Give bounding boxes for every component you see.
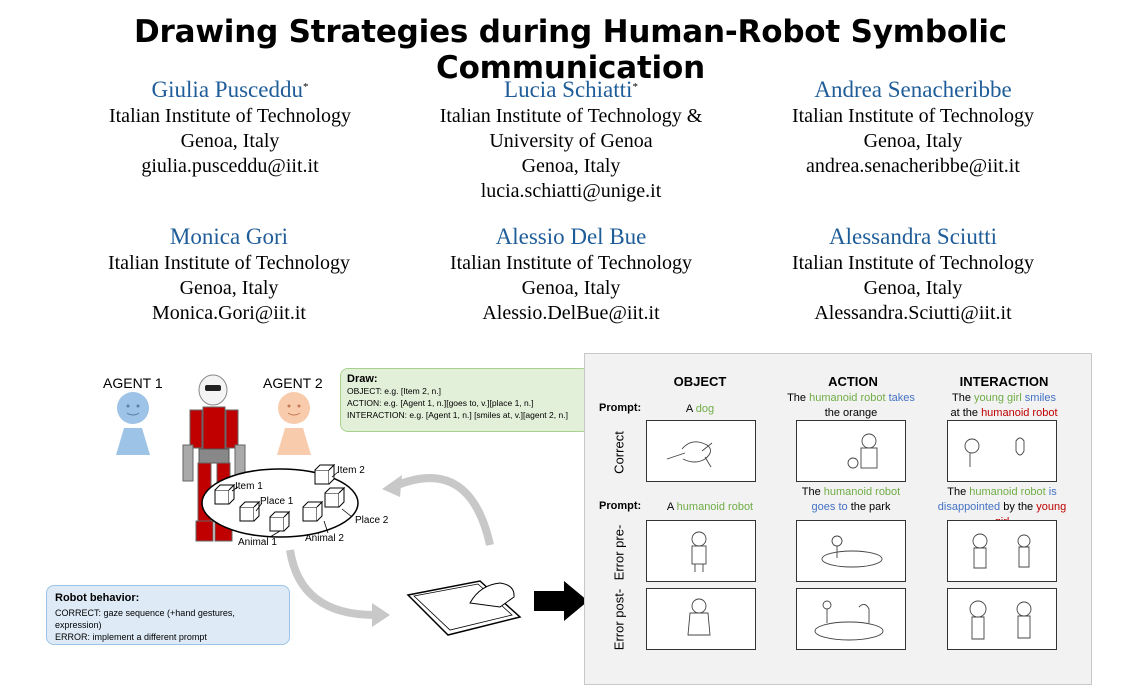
author-email[interactable]: giulia.pusceddu@iit.it	[141, 155, 319, 177]
drawing-correct-interaction	[947, 420, 1057, 482]
author-email[interactable]: Alessandra.Sciutti@iit.it	[814, 302, 1012, 324]
author-email[interactable]: Monica.Gori@iit.it	[152, 302, 306, 324]
equal-contribution-mark: *	[632, 81, 638, 93]
cycle-arrow-top	[393, 474, 494, 546]
author-name: Andrea Senacheribbe	[814, 77, 1012, 102]
place2-label: Place 2	[355, 515, 389, 526]
label-leaders	[231, 471, 353, 538]
author-location: Genoa, Italy	[521, 155, 621, 177]
drawing-error-post-object	[646, 588, 756, 650]
prompt-object-1: A dog	[685, 403, 715, 415]
author-location: Genoa, Italy	[521, 277, 621, 299]
column-header-object: OBJECT	[673, 374, 727, 389]
drawing-correct-action	[796, 420, 906, 482]
cycle-arrow-bottom	[286, 549, 376, 619]
author-block: Giulia Pusceddu* Italian Institute of Te…	[60, 75, 400, 179]
agent2-figure	[277, 392, 311, 455]
to-drawings-arrow	[534, 581, 584, 621]
drawing-error-post-interaction	[947, 588, 1057, 650]
tablet-icon	[406, 580, 522, 636]
robot-behavior-error: ERROR: implement a different prompt	[55, 632, 207, 642]
robot-figure	[182, 374, 246, 542]
draw-action-example: ACTION: e.g. [Agent 1, n.][goes to, v.][…	[347, 398, 534, 408]
row-label-correct: Correct	[611, 431, 627, 474]
author-email[interactable]: lucia.schiatti@unige.it	[480, 180, 662, 202]
author-block: Alessio Del Bue Italian Institute of Tec…	[401, 222, 741, 326]
author-email[interactable]: andrea.senacheribbe@iit.it	[806, 155, 1020, 177]
draw-instructions-box: Draw: OBJECT: e.g. [Item 2, n.] ACTION: …	[340, 368, 590, 432]
column-header-interaction: INTERACTION	[959, 374, 1049, 389]
draw-object-example: OBJECT: e.g. [Item 2, n.]	[347, 386, 442, 396]
row-label-error-post: Error post-	[611, 588, 627, 651]
author-email[interactable]: Alessio.DelBue@iit.it	[482, 302, 660, 324]
author-location: Genoa, Italy	[863, 130, 963, 152]
robot-behavior-heading: Robot behavior:	[55, 592, 140, 604]
author-location: Genoa, Italy	[179, 277, 279, 299]
drawing-error-pre-object	[646, 520, 756, 582]
author-name: Alessio Del Bue	[495, 224, 647, 249]
drawing-error-pre-action	[796, 520, 906, 582]
author-name: Lucia Schiatti	[504, 77, 633, 102]
agent1-figure	[116, 392, 150, 455]
robot-behavior-correct: CORRECT: gaze sequence (+hand gestures, …	[55, 608, 235, 630]
author-name: Giulia Pusceddu	[151, 77, 303, 102]
drawing-error-post-action	[796, 588, 906, 650]
prompt-label: Prompt:	[599, 500, 642, 512]
author-location: Genoa, Italy	[863, 277, 963, 299]
paper-title: Drawing Strategies during Human-Robot Sy…	[134, 14, 1007, 86]
drawing-error-pre-interaction	[947, 520, 1057, 582]
equal-contribution-mark: *	[302, 81, 309, 93]
item-cubes	[214, 463, 346, 532]
column-header-action: ACTION	[828, 374, 878, 389]
teaser-figure: AGENT 1 AGENT 2	[0, 345, 1141, 699]
cycle-arrow-top-head	[382, 475, 402, 497]
agent1-label: AGENT 1	[103, 375, 163, 391]
author-affiliation: Italian Institute of Technology &	[439, 105, 703, 127]
draw-interaction-example: INTERACTION: e.g. [Agent 1, n.] [smiles …	[347, 410, 568, 420]
animal2-label: Animal 2	[305, 533, 344, 544]
author-block: Andrea Senacheribbe Italian Institute of…	[743, 75, 1083, 179]
author-affiliation-2: University of Genoa	[489, 130, 653, 152]
draw-heading: Draw:	[347, 373, 378, 385]
robot-behavior-box: Robot behavior: CORRECT: gaze sequence (…	[46, 585, 290, 645]
author-affiliation: Italian Institute of Technology	[108, 105, 352, 127]
cycle-arrow-bottom-head	[372, 603, 390, 627]
agent2-label: AGENT 2	[263, 375, 323, 391]
drawing-correct-object	[646, 420, 756, 482]
place1-label: Place 1	[260, 496, 294, 507]
author-block: Alessandra Sciutti Italian Institute of …	[743, 222, 1083, 326]
item1-label: Item 1	[235, 481, 263, 492]
author-affiliation: Italian Institute of Technology	[791, 105, 1035, 127]
prompt-object-2: A humanoid robot	[666, 501, 754, 513]
animal1-label: Animal 1	[238, 537, 277, 548]
prompt-label: Prompt:	[599, 402, 642, 414]
drawings-panel: OBJECT ACTION INTERACTION Prompt: A dog …	[584, 353, 1092, 685]
item2-label: Item 2	[337, 465, 365, 476]
author-block: Monica Gori Italian Institute of Technol…	[59, 222, 399, 326]
author-affiliation: Italian Institute of Technology	[107, 252, 351, 274]
author-name: Alessandra Sciutti	[829, 224, 997, 249]
author-name: Monica Gori	[169, 224, 289, 249]
author-location: Genoa, Italy	[180, 130, 280, 152]
scene-illustration	[116, 374, 584, 636]
author-affiliation: Italian Institute of Technology	[449, 252, 693, 274]
author-affiliation: Italian Institute of Technology	[791, 252, 1035, 274]
author-block: Lucia Schiatti* Italian Institute of Tec…	[401, 75, 741, 204]
